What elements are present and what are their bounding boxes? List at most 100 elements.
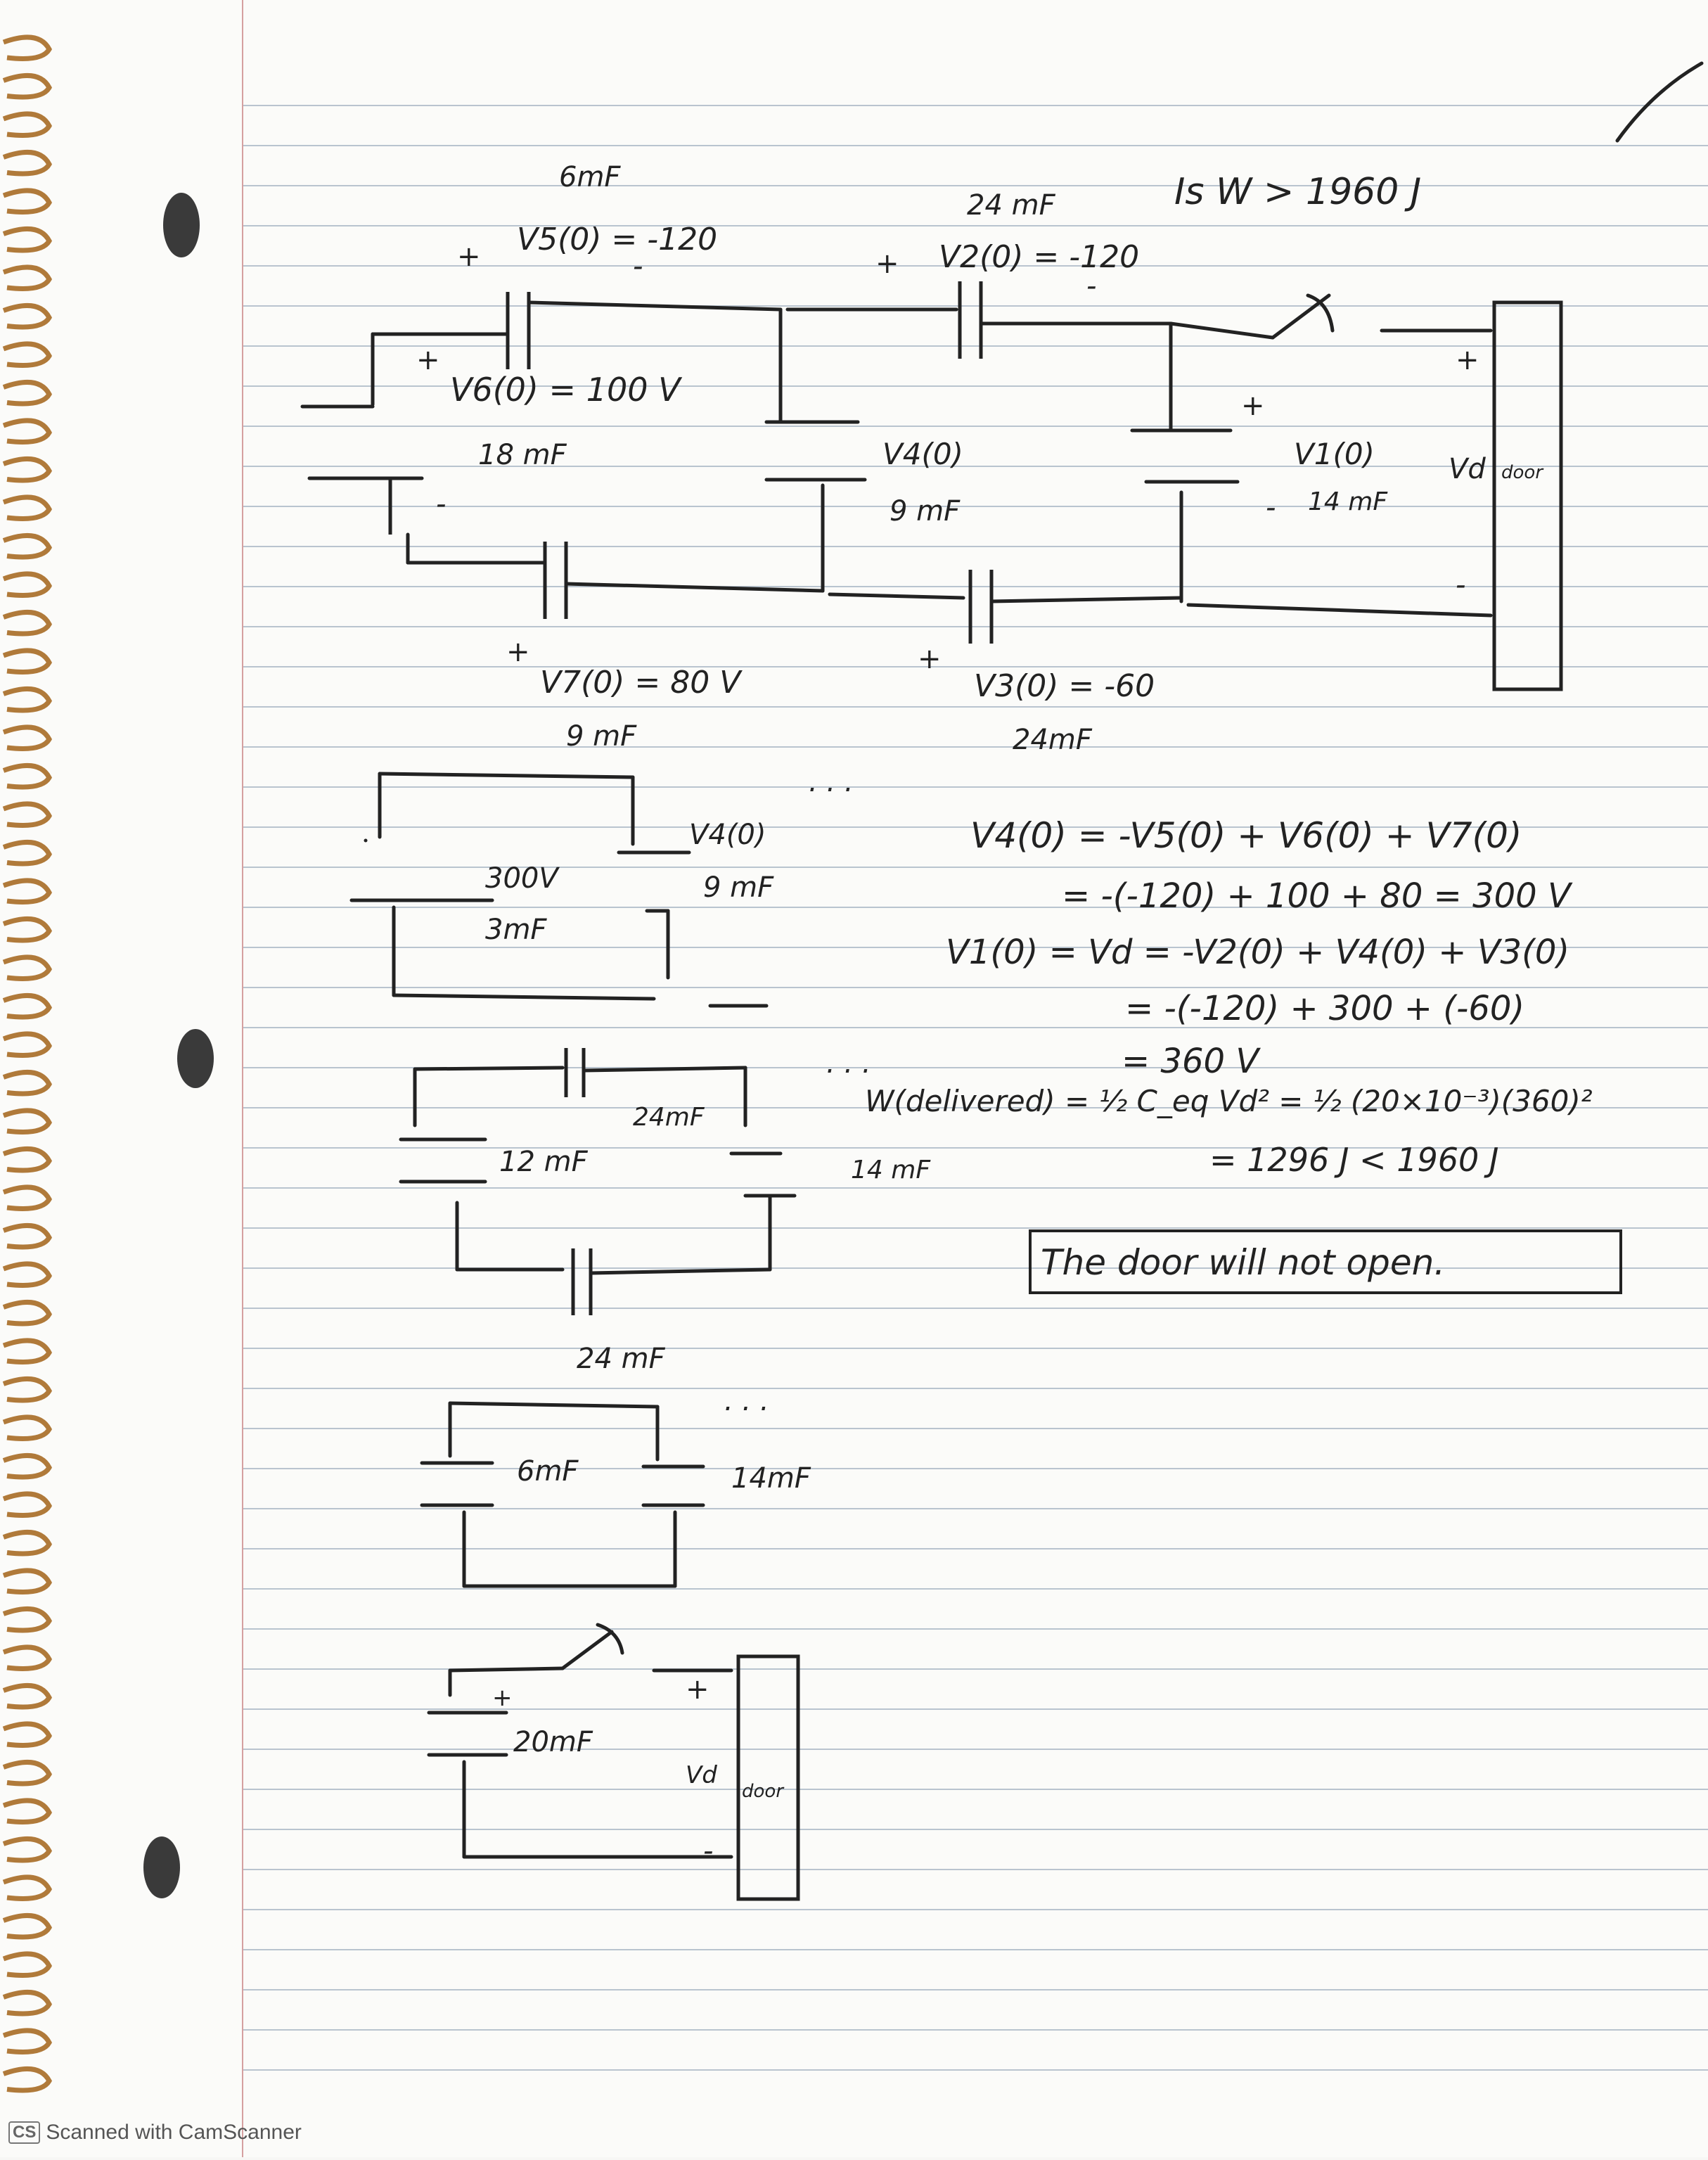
final-minus: -	[703, 1835, 713, 1867]
top-circuit	[300, 61, 1704, 691]
spiral-coil	[2, 1453, 52, 1480]
spiral-coil	[2, 1606, 52, 1633]
c1-plus: +	[1241, 390, 1265, 422]
vd-minus: -	[1456, 569, 1465, 601]
c2-plus: +	[875, 248, 899, 280]
final-plus-right: +	[686, 1673, 709, 1706]
spiral-coil	[2, 1530, 52, 1557]
s2-dots: . . .	[826, 1047, 871, 1080]
c2-cap-label: 24 mF	[967, 189, 1056, 222]
spiral-coil	[2, 1760, 52, 1787]
spiral-coil	[2, 1146, 52, 1173]
scanner-text: Scanned with CamScanner	[46, 2121, 302, 2144]
final-20mf-label: 20mF	[513, 1726, 593, 1758]
punch-hole	[163, 193, 200, 257]
spiral-coil	[2, 1223, 52, 1250]
s1-300v-label: 300V	[485, 862, 560, 895]
spiral-coil	[2, 1376, 52, 1403]
spiral-coil	[2, 571, 52, 598]
c5-voltage-label: V5(0) = -120	[517, 222, 717, 257]
solution-line-2: = -(-120) + 100 + 80 = 300 V	[1062, 876, 1573, 916]
solution-line-3: V1(0) = Vd = -V2(0) + V4(0) + V3(0)	[946, 933, 1569, 972]
spiral-coil	[2, 1261, 52, 1288]
c1-voltage-label: V1(0)	[1294, 437, 1375, 471]
spiral-coil	[2, 150, 52, 177]
final-plus-left: +	[492, 1684, 513, 1712]
c3-plus: +	[918, 643, 942, 675]
spiral-coil	[2, 610, 52, 637]
c6-plus: +	[416, 344, 440, 376]
s3-dots: . . .	[724, 1385, 769, 1417]
spiral-coil	[2, 648, 52, 675]
c6-cap-label: 18 mF	[478, 439, 567, 471]
question-text: Is W > 1960 J	[1174, 171, 1421, 213]
s2-24mf-bottom-label: 24 mF	[577, 1343, 666, 1375]
c6-minus: -	[436, 488, 446, 520]
c4-voltage-label: V4(0)	[882, 437, 963, 471]
spiral-coil	[2, 1951, 52, 1978]
final-vd-label: Vd	[686, 1761, 717, 1789]
c7-cap-label: 9 mF	[566, 720, 637, 753]
vd-plus: +	[1456, 344, 1479, 376]
c3-voltage-label: V3(0) = -60	[974, 668, 1155, 704]
spiral-coil	[2, 1070, 52, 1097]
spiral-coil	[2, 1184, 52, 1211]
c1-minus: -	[1266, 492, 1276, 524]
spiral-coil	[2, 418, 52, 445]
solution-line-7: = 1296 J < 1960 J	[1209, 1141, 1498, 1179]
c2-minus: -	[1086, 270, 1096, 302]
s3-14mf-label: 14mF	[731, 1462, 811, 1495]
spiral-coil	[2, 380, 52, 407]
spiral-coil	[2, 878, 52, 905]
vd-label: Vd	[1449, 453, 1486, 485]
spiral-coil	[2, 111, 52, 138]
spiral-coil	[2, 533, 52, 560]
spiral-coil	[2, 341, 52, 368]
spiral-coil	[2, 1836, 52, 1863]
final-door-label: door	[742, 1781, 785, 1802]
spiral-coil	[2, 226, 52, 253]
s2-24mf-label: 24mF	[633, 1103, 705, 1132]
spiral-coil	[2, 73, 52, 100]
spiral-coil	[2, 686, 52, 713]
c4-cap-label: 9 mF	[890, 495, 961, 528]
spiral-coil	[2, 954, 52, 981]
s1-3mf-label: 3mF	[485, 914, 547, 946]
simplified-circuit-2	[399, 1048, 797, 1315]
spiral-coil	[2, 1568, 52, 1595]
spiral-coil	[2, 1798, 52, 1825]
s1-dots: . . .	[809, 766, 854, 798]
spiral-coil	[2, 801, 52, 828]
spiral-coil	[2, 494, 52, 521]
c1-cap-label: 14 mF	[1308, 487, 1388, 516]
spiral-coil	[2, 264, 52, 291]
spiral-coil	[2, 188, 52, 215]
c3-cap-label: 24mF	[1013, 724, 1093, 756]
spiral-coil	[2, 840, 52, 867]
c2-voltage-label: V2(0) = -120	[939, 239, 1139, 275]
simplified-circuit-3	[420, 1401, 705, 1588]
spiral-coil	[2, 1108, 52, 1135]
scanner-footer: CS Scanned with CamScanner	[8, 2119, 302, 2147]
answer-text: The door will not open.	[1041, 1242, 1445, 1283]
c5-plus: +	[457, 241, 481, 273]
spiral-coil	[2, 1491, 52, 1518]
s2-14mf-label: 14 mF	[851, 1156, 931, 1184]
spiral-coil	[2, 456, 52, 483]
punch-hole	[143, 1836, 180, 1898]
spiral-coil	[2, 1913, 52, 1940]
solution-line-6: W(delivered) = ½ C_eq Vd² = ½ (20×10⁻³)(…	[865, 1084, 1593, 1118]
c5-cap-label: 6mF	[559, 161, 621, 193]
spiral-coil	[2, 303, 52, 330]
simplified-circuit-1	[349, 772, 769, 1008]
c5-minus: -	[633, 250, 643, 283]
spiral-coil	[2, 724, 52, 751]
spiral-coil	[2, 763, 52, 790]
spiral-coil	[2, 993, 52, 1020]
spiral-binding	[2, 34, 52, 2093]
s2-12mf-label: 12 mF	[499, 1146, 589, 1178]
spiral-coil	[2, 1990, 52, 2017]
spiral-coil	[2, 1414, 52, 1441]
spiral-coil	[2, 1300, 52, 1327]
